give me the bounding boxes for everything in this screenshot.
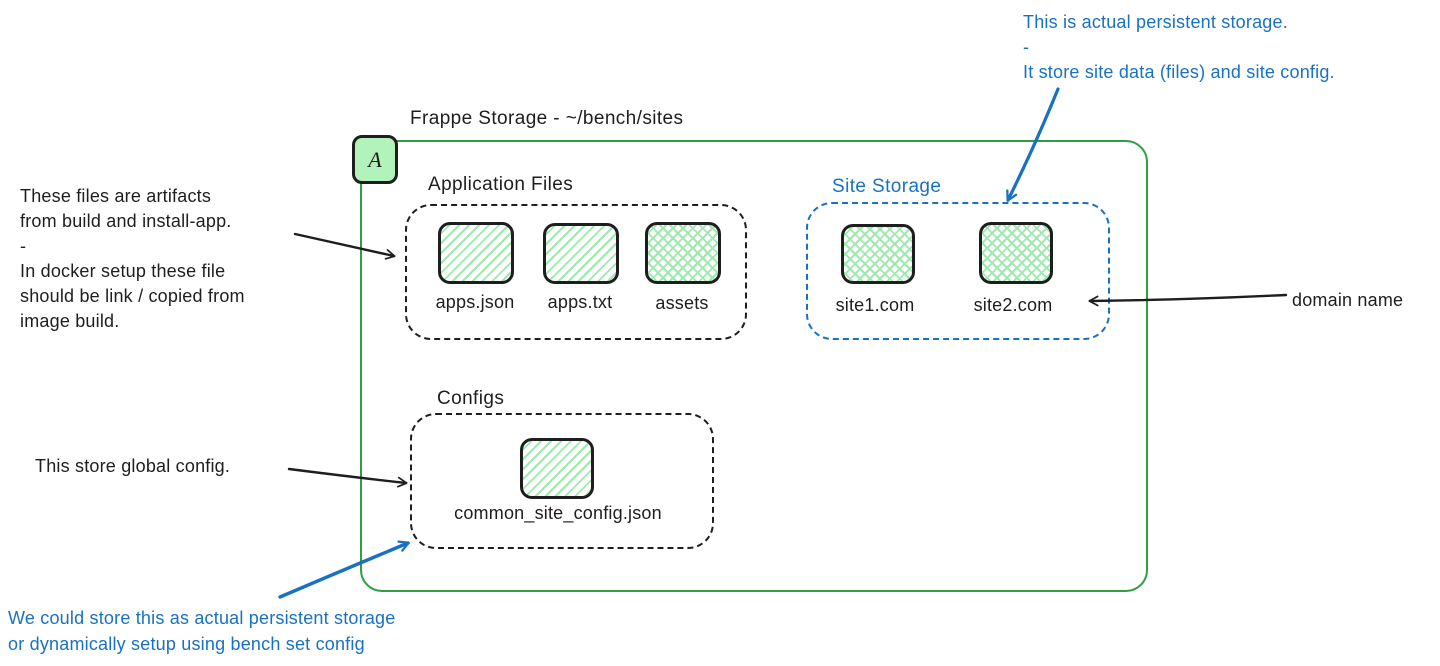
assets-label: assets [655, 293, 709, 313]
storage-box-assets [645, 222, 721, 284]
build-artifacts-note-line4: In docker setup these file [20, 261, 226, 281]
global-config-note: This store global config. [35, 456, 231, 476]
persistent-storage-note-line3: It store site data (files) and site conf… [1023, 62, 1335, 82]
build-artifacts-note-line3: - [20, 236, 27, 256]
application-files-label: Application Files [428, 174, 574, 195]
site-storage-label: Site Storage [832, 176, 942, 197]
common-config-storage-note-line2: or dynamically setup using bench set con… [8, 634, 365, 654]
site2-label: site2.com [973, 295, 1053, 315]
badge-a-label: A [368, 146, 382, 172]
common-site-config-label: common_site_config.json [454, 503, 662, 523]
common-config-storage-note: We could store this as actual persistent… [8, 605, 395, 657]
storage-box-site1 [841, 224, 915, 284]
persistent-storage-note-line1: This is actual persistent storage. [1023, 12, 1288, 32]
application-files-group-box [405, 204, 747, 340]
configs-group-box [410, 413, 714, 549]
configs-label: Configs [437, 388, 505, 409]
apps-json-label: apps.json [435, 292, 515, 312]
storage-box-apps-json [438, 222, 514, 284]
storage-box-site2 [979, 222, 1053, 284]
persistent-storage-note: This is actual persistent storage. - It … [1023, 10, 1335, 85]
persistent-storage-note-line2: - [1023, 37, 1030, 57]
build-artifacts-note-line2: from build and install-app. [20, 211, 232, 231]
diagram-title: Frappe Storage - ~/bench/sites [410, 108, 684, 129]
build-artifacts-note-line1: These files are artifacts [20, 186, 212, 206]
badge-a: A [352, 135, 398, 184]
domain-name-note: domain name [1292, 290, 1404, 310]
storage-box-common-site-config [520, 438, 594, 499]
build-artifacts-note: These files are artifacts from build and… [20, 184, 245, 334]
site-storage-group-box [806, 202, 1110, 340]
build-artifacts-note-line5: should be link / copied from [20, 286, 245, 306]
storage-box-apps-txt [543, 223, 619, 284]
frappe-storage-container [360, 140, 1148, 592]
apps-txt-label: apps.txt [547, 292, 613, 312]
build-artifacts-note-line6: image build. [20, 311, 120, 331]
site1-label: site1.com [835, 295, 915, 315]
common-config-storage-note-line1: We could store this as actual persistent… [8, 608, 396, 628]
